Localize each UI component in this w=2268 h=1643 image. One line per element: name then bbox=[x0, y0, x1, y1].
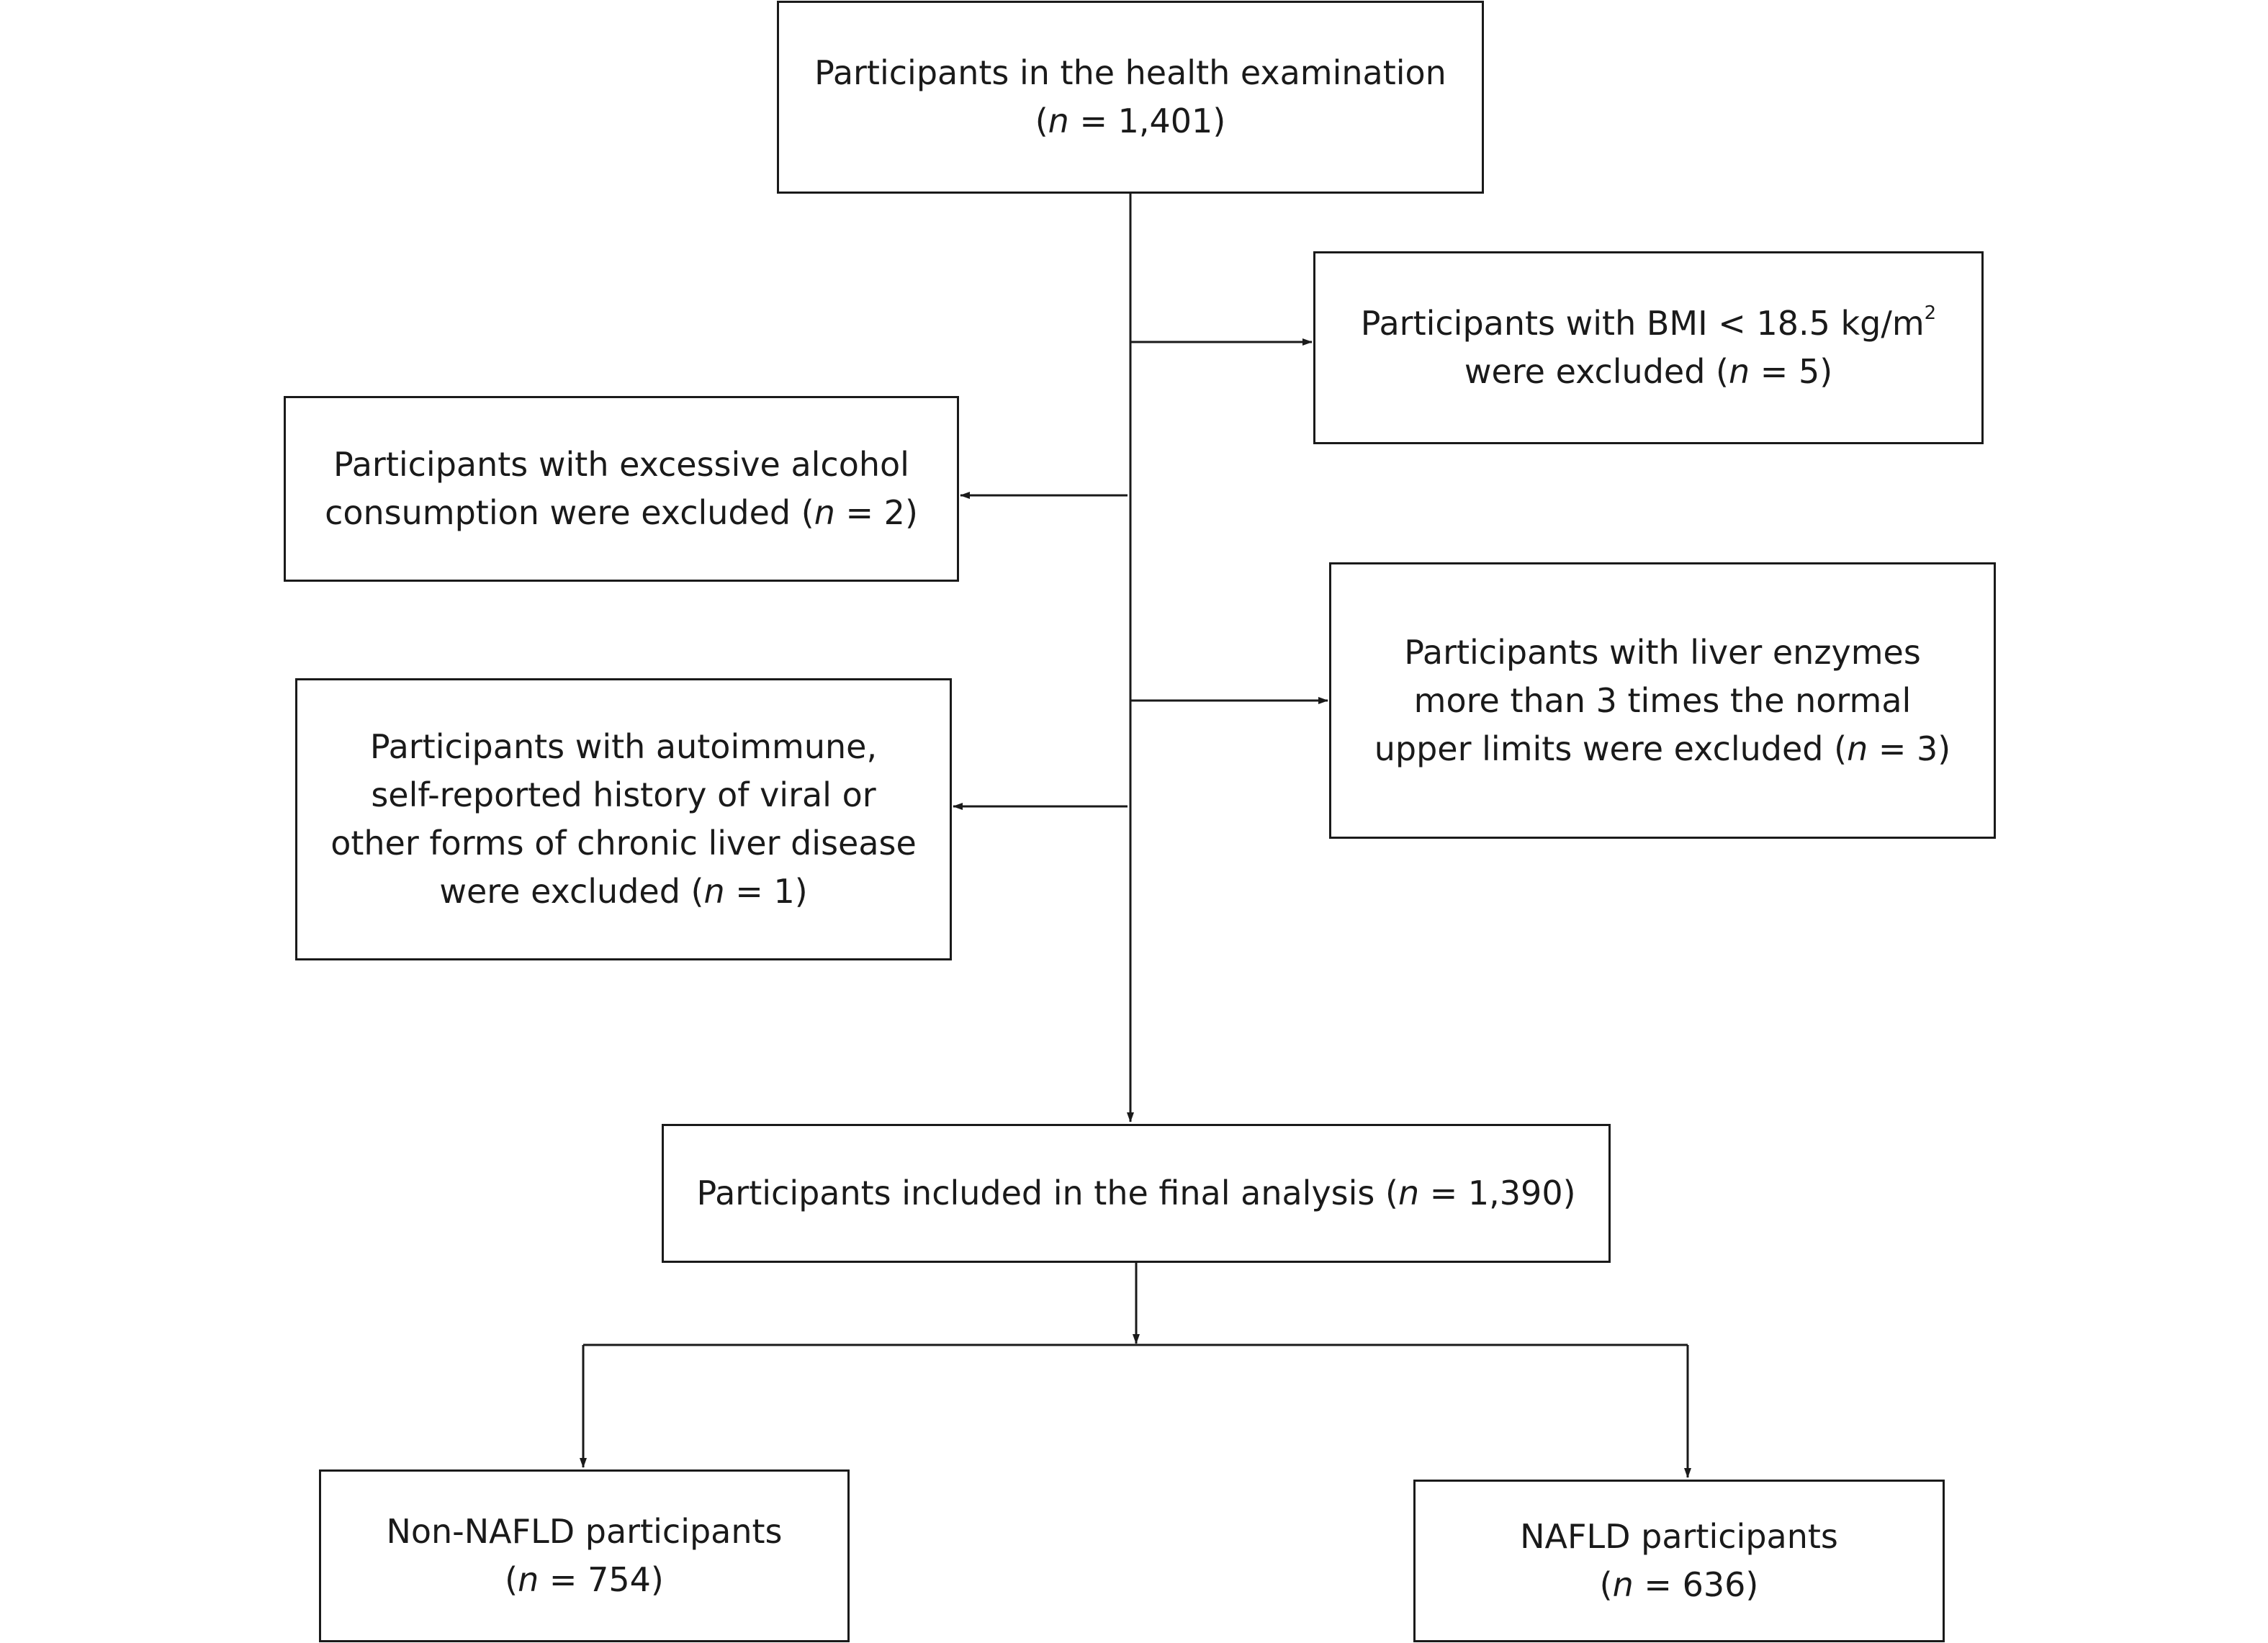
node-final: Participants included in the final analy… bbox=[662, 1124, 1611, 1263]
node-nafld-line1: NAFLD participants bbox=[1520, 1517, 1838, 1556]
count-value: 1 bbox=[773, 872, 795, 911]
node-excl-bmi-line1: Participants with BMI < 18.5 kg/m2 bbox=[1361, 300, 1936, 348]
node-excl-autoimmune: Participants with autoimmune, self-repor… bbox=[295, 678, 952, 960]
count-value: 754 bbox=[588, 1560, 651, 1599]
node-excl-alcohol-line2: consumption were excluded (n = 2) bbox=[325, 493, 918, 532]
n-symbol: n bbox=[814, 493, 835, 532]
count-value: 3 bbox=[1917, 729, 1938, 768]
node-non-nafld-count: (n = 754) bbox=[505, 1560, 664, 1599]
node-excl-alcohol: Participants with excessive alcohol cons… bbox=[284, 396, 959, 582]
count-value: 5 bbox=[1798, 352, 1820, 391]
node-start-line1: Participants in the health examination bbox=[814, 53, 1446, 92]
node-excl-autoimmune-line4: were excluded (n = 1) bbox=[439, 872, 808, 911]
n-symbol: n bbox=[1847, 729, 1868, 768]
node-excl-alcohol-line2-text: consumption were excluded ( bbox=[325, 493, 814, 532]
node-nafld: NAFLD participants (n = 636) bbox=[1413, 1480, 1945, 1642]
node-excl-liver-line1: Participants with liver enzymes bbox=[1404, 632, 1921, 672]
n-symbol: n bbox=[703, 872, 725, 911]
node-excl-autoimmune-line3: other forms of chronic liver disease bbox=[330, 824, 917, 863]
node-start: Participants in the health examination (… bbox=[777, 1, 1484, 194]
node-excl-autoimmune-line4-text: were excluded ( bbox=[439, 872, 704, 911]
node-excl-alcohol-line1: Participants with excessive alcohol bbox=[333, 445, 909, 484]
node-excl-bmi: Participants with BMI < 18.5 kg/m2 were … bbox=[1313, 251, 1984, 444]
node-excl-liver-line3: upper limits were excluded (n = 3) bbox=[1374, 729, 1951, 768]
node-excl-bmi-line2-text: were excluded ( bbox=[1464, 352, 1729, 391]
node-excl-liver-line2: more than 3 times the normal bbox=[1413, 680, 1912, 720]
node-excl-bmi-line1-text: Participants with BMI < 18.5 kg/m bbox=[1360, 304, 1925, 343]
count-value: 1,401 bbox=[1117, 102, 1213, 140]
n-symbol: n bbox=[1048, 102, 1069, 140]
n-symbol: n bbox=[1398, 1174, 1420, 1212]
count-value: 2 bbox=[883, 493, 905, 532]
node-excl-liver-line3-text: upper limits were excluded ( bbox=[1374, 729, 1848, 768]
node-excl-liver-enzymes: Participants with liver enzymes more tha… bbox=[1329, 562, 1996, 839]
count-value: 1,390 bbox=[1467, 1174, 1563, 1212]
n-symbol: n bbox=[1612, 1565, 1634, 1604]
node-non-nafld-line1: Non-NAFLD participants bbox=[386, 1512, 783, 1551]
node-start-count: (n = 1,401) bbox=[1035, 102, 1226, 140]
node-nafld-count: (n = 636) bbox=[1599, 1565, 1759, 1604]
node-final-line1-text: Participants included in the final analy… bbox=[696, 1174, 1398, 1212]
superscript-2: 2 bbox=[1924, 302, 1937, 324]
node-excl-autoimmune-line1: Participants with autoimmune, bbox=[369, 727, 878, 766]
count-value: 636 bbox=[1682, 1565, 1746, 1604]
n-symbol: n bbox=[518, 1560, 539, 1599]
node-non-nafld: Non-NAFLD participants (n = 754) bbox=[319, 1469, 850, 1642]
node-excl-autoimmune-line2: self-reported history of viral or bbox=[371, 775, 876, 814]
node-excl-bmi-line2: were excluded (n = 5) bbox=[1464, 352, 1833, 391]
node-final-line1: Participants included in the final analy… bbox=[696, 1174, 1576, 1212]
n-symbol: n bbox=[1728, 352, 1750, 391]
